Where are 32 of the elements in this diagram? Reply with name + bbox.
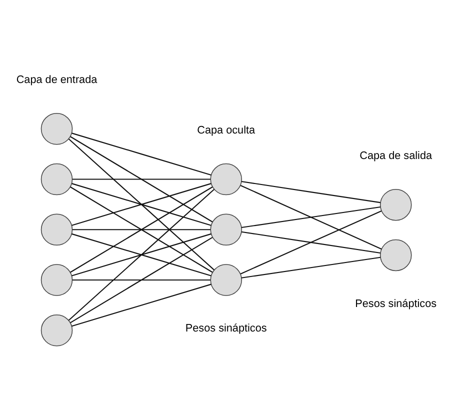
connector (70, 236, 213, 324)
label: Capa de salida (360, 150, 432, 162)
label: Capa oculta (197, 124, 256, 136)
label: Pesos sinápticos (355, 298, 437, 310)
label: Capa de entrada (16, 74, 98, 86)
connector (241, 231, 380, 254)
connector (241, 256, 380, 278)
node-circle (210, 214, 242, 246)
connector (72, 284, 212, 327)
connector (70, 186, 213, 273)
connector (72, 279, 210, 281)
node-circle (40, 163, 73, 196)
connector (72, 229, 210, 230)
node-circle (380, 239, 412, 272)
connector (72, 233, 212, 276)
connector (68, 138, 214, 270)
connector (68, 188, 214, 321)
connector (240, 210, 382, 274)
node-circle (210, 264, 242, 296)
connector (241, 206, 380, 228)
node-circle (40, 214, 73, 246)
connector (72, 178, 210, 180)
connector (240, 184, 382, 250)
node-circle (40, 113, 73, 145)
connector (72, 132, 212, 176)
node-circle (40, 264, 73, 296)
node-circle (40, 314, 73, 346)
connector (70, 136, 213, 222)
connector (241, 180, 380, 204)
node-circle (380, 188, 412, 221)
connector (72, 183, 212, 226)
node-circle (210, 163, 242, 196)
